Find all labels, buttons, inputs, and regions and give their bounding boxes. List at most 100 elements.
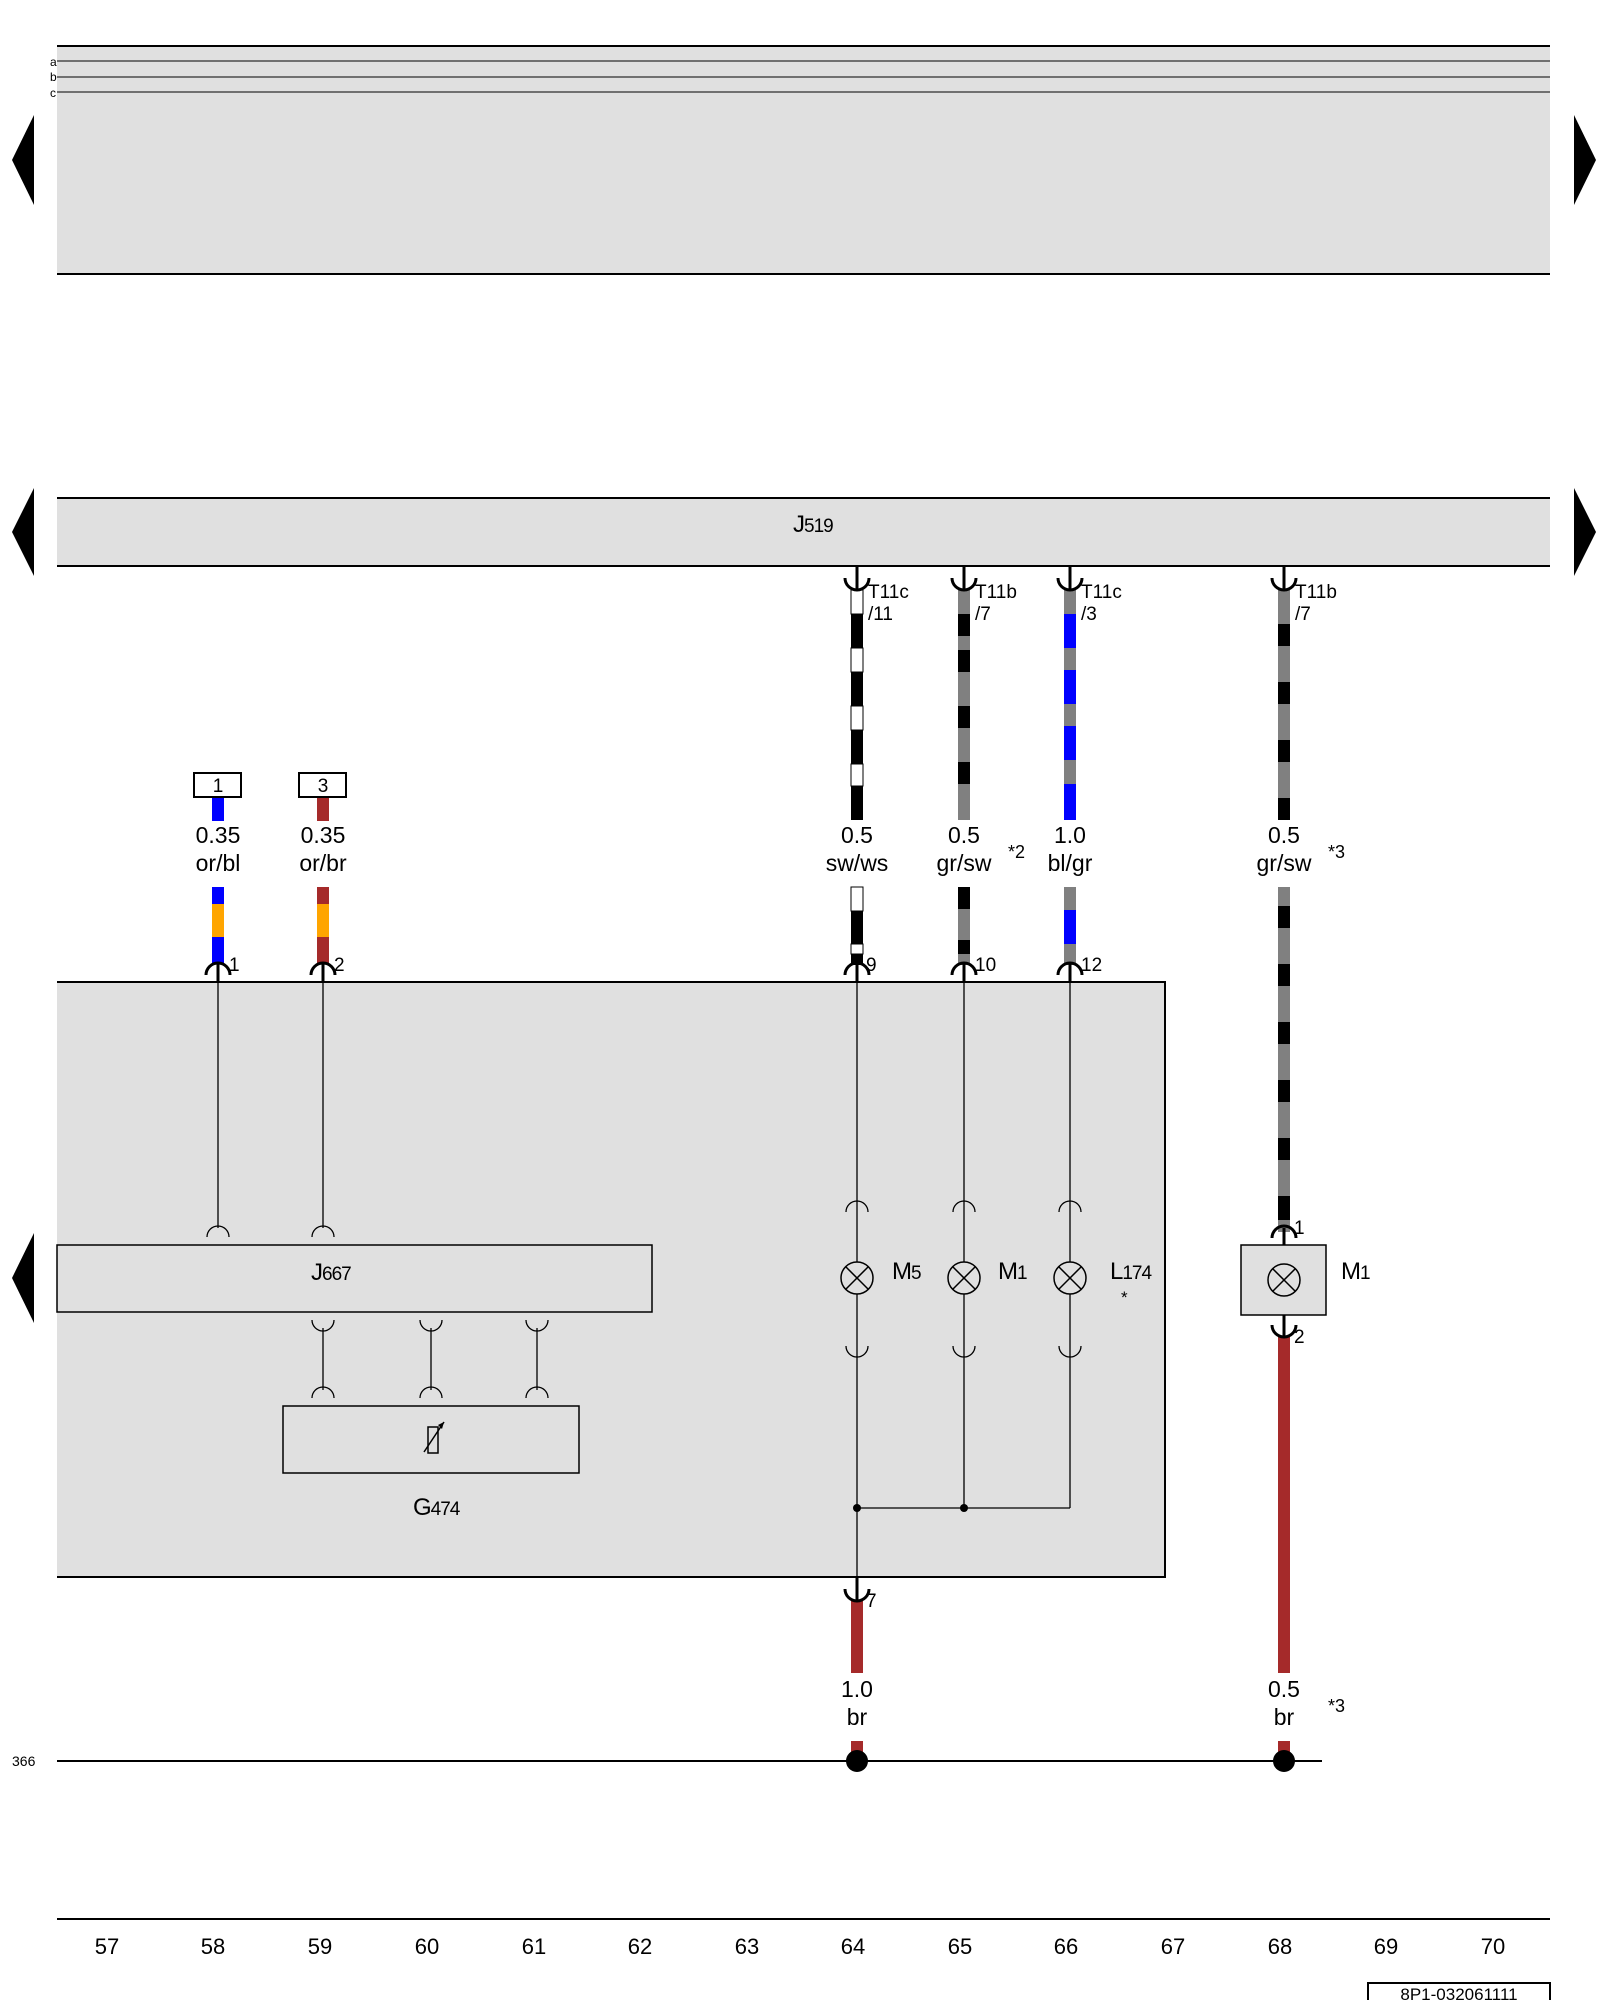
junction-dot <box>853 1504 861 1512</box>
potentiometer-icon <box>423 1421 445 1454</box>
wire-note: *3 <box>1328 1696 1345 1716</box>
wire-size: 0.5 <box>1268 822 1300 848</box>
l174-bulb-icon <box>1053 1261 1087 1295</box>
ground-wire-68-upper <box>1278 1336 1290 1673</box>
m1-external-bulb-icon <box>1267 1263 1301 1297</box>
ruler-number: 62 <box>628 1934 652 1959</box>
wire-58-top <box>212 797 224 821</box>
wire-size: 0.5 <box>948 822 980 848</box>
wire-size: 0.5 <box>841 822 873 848</box>
reference-boxes: 1 3 <box>193 772 347 798</box>
j519-label: J519 <box>793 511 833 538</box>
wire-color: br <box>847 1704 868 1730</box>
wire-note: *2 <box>1008 842 1025 862</box>
wire-59-seg <box>317 887 329 904</box>
top-band: a b c <box>12 45 1596 275</box>
ref-box-1-label: 1 <box>213 776 224 797</box>
j667-box <box>56 1244 653 1313</box>
ruler-number: 68 <box>1268 1934 1292 1959</box>
pin-numbers: 1 2 9 10 12 7 1 2 <box>229 955 1305 1612</box>
pin-number: 1 <box>229 955 240 976</box>
ref-box-1[interactable] <box>193 772 242 798</box>
wire-size: 0.35 <box>196 822 241 848</box>
pin-number: 10 <box>975 955 996 976</box>
j667-label: J667 <box>311 1259 351 1286</box>
wire-color: gr/sw <box>937 850 992 876</box>
row-label-c: c <box>50 86 56 100</box>
m1-external-lamp: M1 <box>1240 1244 1371 1316</box>
wire-bands <box>212 589 1290 1761</box>
ruler-number: 67 <box>1161 1934 1185 1959</box>
m1-inner-label: M1 <box>998 1258 1027 1285</box>
arrow-left-icon[interactable] <box>12 488 34 576</box>
wire-68-upper <box>1278 590 1290 820</box>
wire-specs: 0.35 or/bl 0.35 or/br 0.5 sw/ws 0.5 gr/s… <box>196 822 1312 1730</box>
connector-t11c-11: T11c/11 <box>868 582 909 625</box>
j519-control-unit: J519 <box>12 488 1596 576</box>
ruler-number: 61 <box>522 1934 546 1959</box>
ruler-number: 58 <box>201 1934 225 1959</box>
wire-size: 0.35 <box>301 822 346 848</box>
arrow-left-icon[interactable] <box>12 115 34 205</box>
pin-number: 2 <box>1294 1327 1305 1348</box>
ruler-number: 65 <box>948 1934 972 1959</box>
wire-color: br <box>1274 1704 1295 1730</box>
arrow-right-icon[interactable] <box>1574 488 1596 576</box>
arrow-left-icon[interactable] <box>12 1233 34 1323</box>
m1-external-label: M1 <box>1341 1258 1370 1285</box>
connector-labels: T11c/11 T11b/7 T11c/3 T11b/7 <box>868 582 1337 625</box>
ground-bus: 366 <box>12 1750 1322 1772</box>
row-label-a: a <box>50 55 57 69</box>
wire-color: or/br <box>299 850 347 876</box>
ground-ref-label: 366 <box>12 1753 36 1769</box>
wire-color: sw/ws <box>826 850 889 876</box>
ruler-number: 63 <box>735 1934 759 1959</box>
m5-bulb-icon <box>840 1261 874 1295</box>
ruler-number: 57 <box>95 1934 119 1959</box>
wire-notes: *2 *3 *3 <box>1008 842 1345 1716</box>
arrow-right-icon[interactable] <box>1574 115 1596 205</box>
pin-number: 1 <box>1294 1218 1305 1239</box>
j519-panel <box>57 498 1550 566</box>
connector-t11c-3: T11c/3 <box>1081 582 1122 625</box>
g474-box <box>282 1405 580 1474</box>
connector-t11b-7-ext: T11b/7 <box>1295 582 1337 625</box>
wire-note: *3 <box>1328 842 1345 862</box>
doc-id-box <box>1367 1982 1551 2000</box>
l174-label: L174 <box>1110 1258 1152 1285</box>
ref-box-3[interactable] <box>298 772 347 798</box>
wire-59-seg <box>317 904 329 937</box>
wire-size: 0.5 <box>1268 1676 1300 1702</box>
wire-color: or/bl <box>196 850 241 876</box>
row-label-b: b <box>50 70 57 84</box>
wire-59-seg <box>317 937 329 964</box>
pin-number: 9 <box>866 955 877 976</box>
g474-label: G474 <box>413 1494 461 1521</box>
ground-point <box>1273 1750 1295 1772</box>
wire-58-seg <box>212 887 224 904</box>
light-switch-module: J667 G474 <box>12 975 1166 1594</box>
pin-number: 7 <box>866 1591 877 1612</box>
ruler-number: 64 <box>841 1934 865 1959</box>
wire-68-lower <box>1278 887 1290 1232</box>
column-ruler: 57 58 59 60 61 62 63 64 65 66 67 68 69 7… <box>57 1918 1551 2000</box>
ruler-number: 66 <box>1054 1934 1078 1959</box>
ruler-number: 60 <box>415 1934 439 1959</box>
wire-58-seg <box>212 937 224 964</box>
ruler-number: 70 <box>1481 1934 1505 1959</box>
wire-color: gr/sw <box>1257 850 1312 876</box>
top-band-panel <box>57 46 1550 274</box>
ruler-number: 69 <box>1374 1934 1398 1959</box>
ground-wire-64-upper <box>851 1600 863 1673</box>
pin-number: 2 <box>334 955 345 976</box>
wire-size: 1.0 <box>1054 822 1086 848</box>
pin-number: 12 <box>1081 955 1102 976</box>
module-border <box>57 981 1166 1578</box>
doc-id: 8P1-032061111 <box>1400 1985 1517 2000</box>
wire-59-top <box>317 797 329 821</box>
wire-58-seg <box>212 904 224 937</box>
ruler-number: 59 <box>308 1934 332 1959</box>
ground-point <box>846 1750 868 1772</box>
wire-size: 1.0 <box>841 1676 873 1702</box>
